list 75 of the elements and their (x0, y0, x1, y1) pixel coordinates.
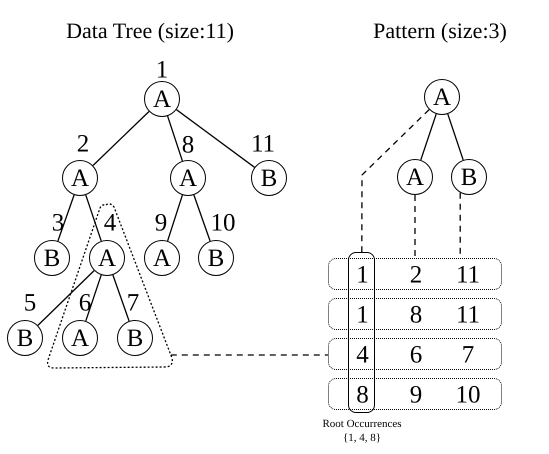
tree-node (451, 159, 487, 195)
node-number: 6 (78, 290, 92, 316)
node-number: 11 (250, 132, 276, 156)
tree-node (117, 320, 153, 356)
node-letter: A (406, 164, 424, 190)
node-letter: A (432, 84, 452, 110)
table-value: 9 (410, 382, 422, 408)
node-number: 4 (104, 210, 116, 236)
tree-edge (420, 114, 437, 160)
tree-node (7, 320, 43, 356)
table-value: 1 (356, 262, 369, 288)
tree-edge (37, 270, 95, 326)
tree-node (89, 240, 125, 276)
node-number: 7 (126, 290, 140, 316)
column-highlight (348, 252, 375, 413)
dashed-connector (170, 354, 328, 356)
dashed-connector (414, 195, 416, 258)
node-letter: B (126, 326, 144, 350)
node-letter: B (208, 246, 224, 270)
table-row (328, 258, 502, 290)
table-value: 1 (356, 302, 369, 328)
tree-edge (166, 116, 184, 162)
tree-node (198, 240, 234, 276)
tree-node (62, 320, 98, 356)
node-letter: A (178, 166, 198, 190)
node-letter: A (98, 246, 116, 270)
tree-node (397, 159, 433, 195)
node-letter: A (70, 326, 90, 350)
table-value: 8 (356, 382, 369, 408)
heading: Data Tree (size:11) (66, 20, 234, 42)
node-letter: A (152, 86, 172, 112)
node-number: 2 (76, 132, 90, 156)
tree-edge (166, 194, 184, 242)
table-row (328, 338, 502, 370)
heading: Pattern (size:3) (373, 20, 507, 42)
table-value: 4 (356, 342, 369, 368)
table-row (328, 298, 502, 330)
tree-node (251, 160, 287, 196)
node-letter: B (460, 164, 478, 190)
tree-edge (193, 194, 211, 242)
table-value: 6 (410, 342, 422, 368)
tree-edge (85, 274, 102, 322)
tree-edge (176, 109, 255, 168)
caption-text: Root Occurrences (322, 418, 402, 432)
node-number: 8 (182, 132, 194, 158)
tree-node (424, 79, 460, 115)
tree-node (62, 160, 98, 196)
tree-node (144, 81, 180, 117)
table-value: 11 (456, 302, 480, 328)
tree-edge (57, 194, 75, 242)
table-row (328, 378, 502, 410)
tree-node (144, 240, 180, 276)
node-letter: A (152, 246, 172, 270)
table-value: 10 (456, 382, 480, 408)
tree-edge (112, 274, 130, 322)
node-letter: B (16, 326, 34, 350)
tree-node (34, 240, 70, 276)
node-letter: A (70, 166, 90, 190)
node-number: 9 (154, 210, 168, 236)
tree-node (170, 160, 206, 196)
node-number: 10 (210, 210, 236, 236)
tree-edge (92, 111, 150, 166)
node-number: 1 (156, 58, 168, 82)
table-value: 7 (462, 342, 474, 368)
tree-edge (447, 114, 464, 160)
caption-text: {1, 4, 8} (342, 432, 382, 446)
tree-edge (85, 194, 102, 242)
node-letter: B (260, 166, 278, 190)
node-number: 5 (24, 290, 36, 316)
table-value: 8 (410, 302, 422, 328)
node-letter: B (44, 246, 60, 270)
table-value: 11 (456, 262, 480, 288)
dashed-connector (361, 109, 430, 252)
node-number: 3 (52, 210, 64, 236)
table-value: 2 (410, 262, 422, 288)
